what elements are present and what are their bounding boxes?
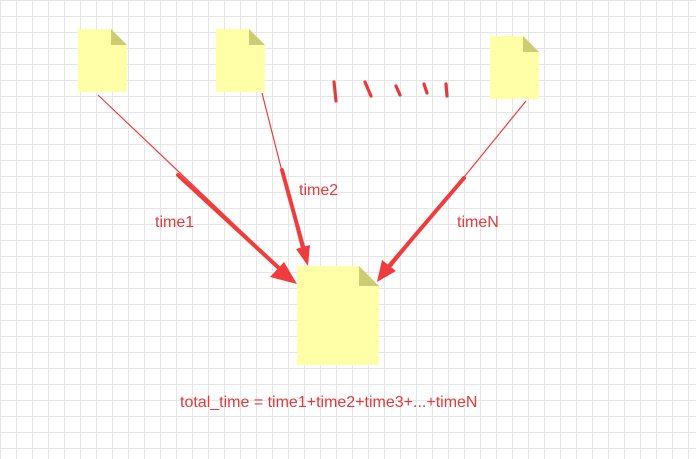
- document-icon-1: [78, 29, 127, 92]
- time1-label: time1: [155, 214, 195, 231]
- formula-label: total_time = time1+time2+time3+...+timeN: [180, 394, 478, 411]
- timen-label: timeN: [457, 214, 499, 231]
- ellipsis-marks: [332, 80, 449, 103]
- arrow-timen: [377, 100, 527, 282]
- ellipsis-mark: [394, 84, 402, 97]
- target-document-icon: [297, 266, 379, 365]
- arrow-time2: [261, 92, 310, 266]
- time2-label: time2: [299, 182, 339, 199]
- document-icon-n: [490, 36, 539, 99]
- ellipsis-mark: [332, 80, 338, 103]
- ellipsis-mark: [422, 82, 429, 95]
- document-icon-2: [216, 29, 265, 92]
- ellipsis-mark: [444, 82, 449, 98]
- arrow-time1: [97, 94, 297, 284]
- ellipsis-mark: [363, 80, 373, 98]
